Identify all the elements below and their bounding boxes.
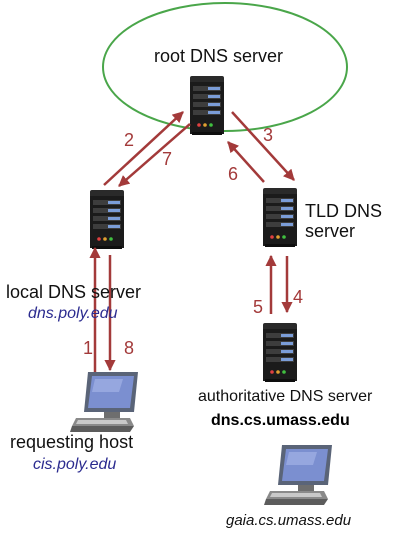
local-server-icon	[90, 190, 124, 249]
step-label-6: 6	[228, 164, 239, 184]
root-server-icon	[190, 76, 224, 135]
step-label-5: 5	[253, 297, 264, 317]
root-boundary-ellipse	[102, 2, 348, 132]
local-server-host: dns.poly.edu	[28, 305, 118, 322]
authoritative-server-icon	[263, 323, 297, 382]
tld-server-icon	[263, 188, 297, 247]
step-label-4: 4	[293, 287, 304, 307]
requesting-host-label: requesting host	[10, 432, 134, 452]
gaia-computer-icon	[264, 445, 332, 505]
arrow-step-6	[227, 141, 265, 183]
root-server-label: root DNS server	[154, 46, 284, 66]
arrow-step-3	[231, 111, 295, 181]
gaia-host-label: gaia.cs.umass.edu	[226, 512, 352, 529]
requesting-host-host: cis.poly.edu	[33, 456, 117, 473]
tld-server-label-line2: server	[305, 221, 356, 241]
authoritative-server-label: authoritative DNS server	[198, 388, 373, 405]
step-label-1: 1	[83, 338, 94, 358]
step-label-3: 3	[263, 125, 274, 145]
requesting-host-computer-icon	[70, 372, 138, 432]
arrow-step-7	[118, 123, 191, 187]
local-server-label: local DNS server	[6, 282, 142, 302]
step-label-8: 8	[124, 338, 135, 358]
arrow-step-2	[103, 111, 184, 186]
step-label-2: 2	[124, 130, 135, 150]
tld-server-label-line1: TLD DNS	[305, 201, 383, 221]
step-label-7: 7	[162, 149, 173, 169]
authoritative-server-host: dns.cs.umass.edu	[211, 412, 350, 429]
